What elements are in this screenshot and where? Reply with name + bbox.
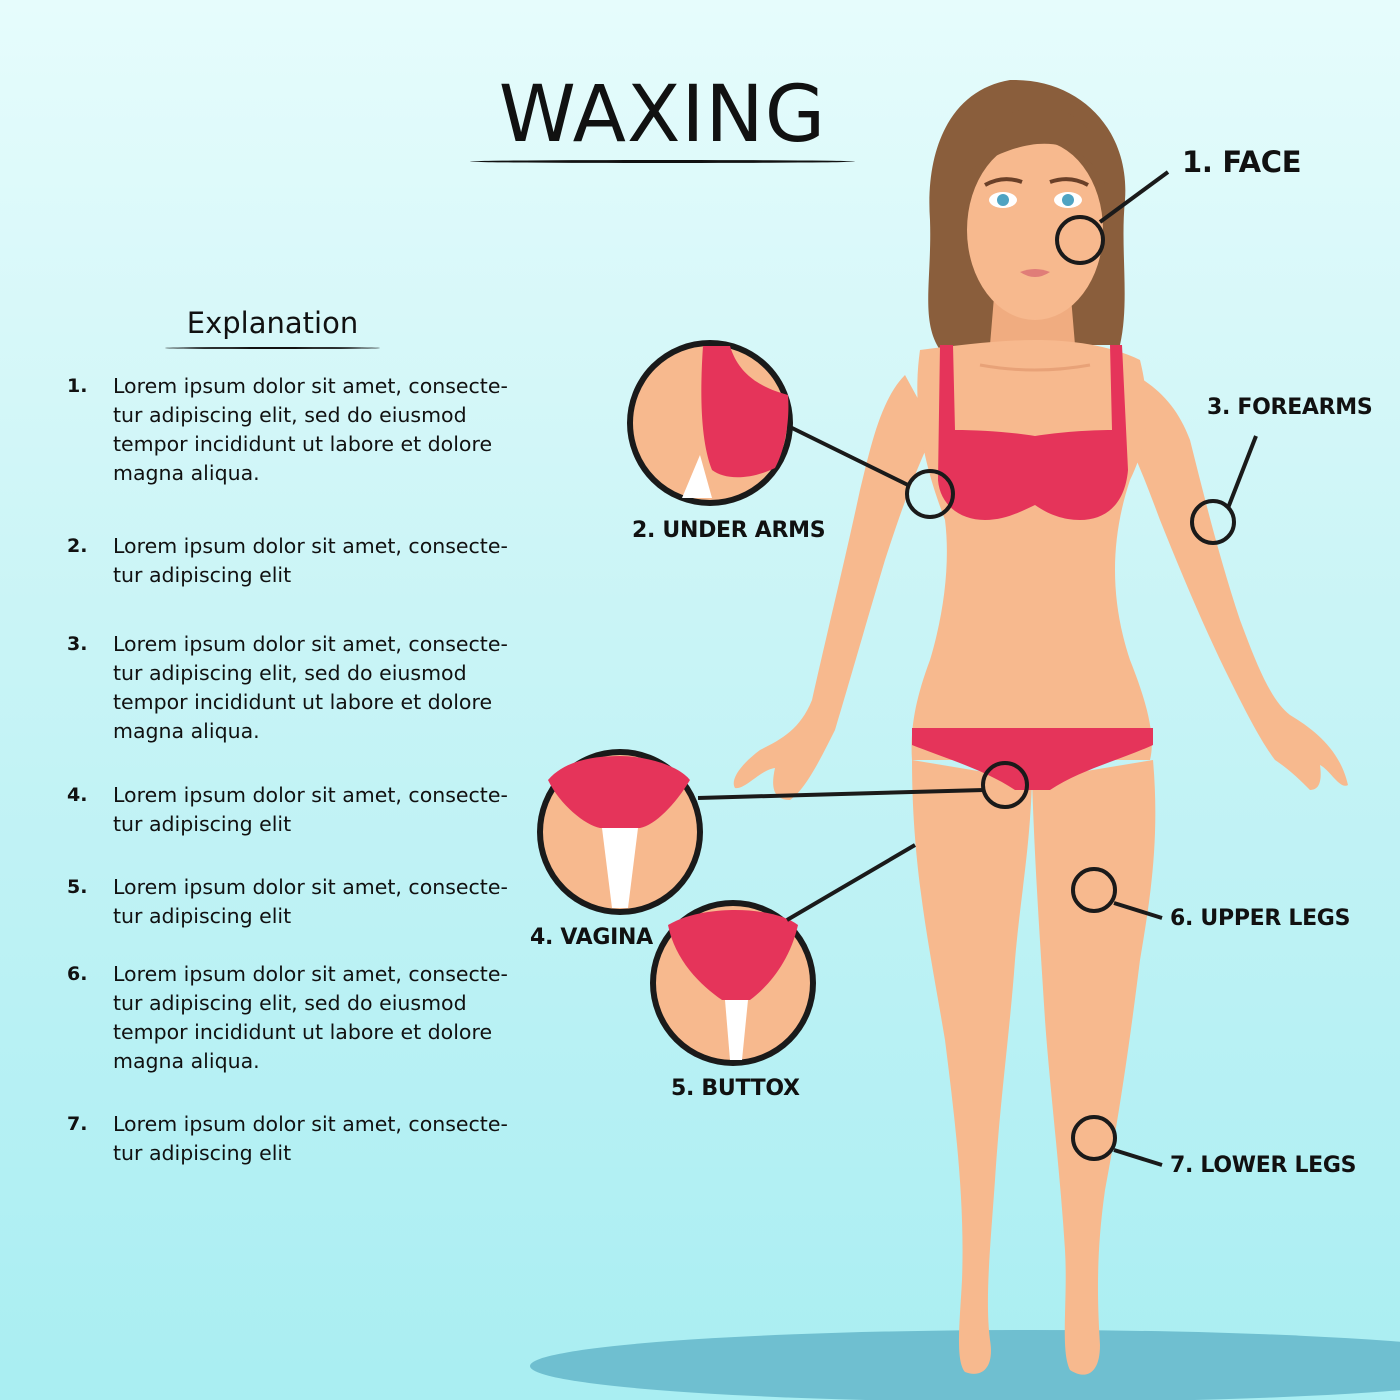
list-item-number: 3. (67, 633, 88, 655)
inset-buttox (650, 900, 816, 1066)
right-arm (1115, 365, 1348, 790)
face-leader-line (1098, 170, 1170, 224)
lower-legs-leader-line (1113, 1148, 1163, 1167)
bikini-bottom (912, 728, 1153, 790)
explanation-heading: Explanation (186, 306, 359, 340)
label-face: 1. FACE (1182, 145, 1302, 179)
woman-figure (733, 79, 1348, 1375)
mouth-icon (1020, 269, 1050, 277)
text-line: tur adipiscing elit, sed do eiusmod (113, 991, 467, 1015)
under-arms-target-ring (905, 469, 955, 519)
label-upper-legs: 6. UPPER LEGS (1170, 906, 1351, 931)
list-item-number: 2. (67, 535, 88, 557)
list-item-number: 1. (67, 375, 88, 397)
list-item-text: Lorem ipsum dolor sit amet, consecte- tu… (113, 1110, 508, 1168)
collarbone (979, 363, 1091, 372)
text-line: tur adipiscing elit (113, 812, 292, 836)
lower-legs-target-ring (1071, 1115, 1117, 1161)
page-title: WAXING (498, 70, 827, 160)
under-arms-leader-line (789, 425, 911, 488)
hair-front (960, 107, 1105, 185)
text-line: Lorem ipsum dolor sit amet, consecte- (113, 1112, 508, 1136)
text-line: magna aliqua. (113, 1049, 260, 1073)
label-lower-legs: 7. LOWER LEGS (1170, 1153, 1357, 1178)
buttox-leader-line (785, 843, 917, 922)
text-line: Lorem ipsum dolor sit amet, consecte- (113, 534, 508, 558)
text-line: tur adipiscing elit, sed do eiusmod (113, 403, 467, 427)
forearms-leader-line (1226, 435, 1258, 509)
list-item-number: 4. (67, 784, 88, 806)
bikini-top (938, 345, 1128, 520)
text-line: tempor incididunt ut labore et dolore (113, 1020, 493, 1044)
list-item-text: Lorem ipsum dolor sit amet, consecte- tu… (113, 781, 508, 839)
text-line: tempor incididunt ut labore et dolore (113, 432, 493, 456)
left-brow-icon (984, 177, 1023, 187)
text-line: tur adipiscing elit (113, 563, 292, 587)
upper-legs-leader-line (1113, 901, 1163, 920)
text-line: magna aliqua. (113, 719, 260, 743)
forearms-target-ring (1190, 499, 1236, 545)
text-line: Lorem ipsum dolor sit amet, consecte- (113, 962, 508, 986)
right-brow-icon (1049, 177, 1089, 187)
upper-legs-target-ring (1071, 867, 1117, 913)
list-item-text: Lorem ipsum dolor sit amet, consecte- tu… (113, 532, 508, 590)
vagina-target-ring (981, 761, 1029, 809)
label-vagina: 4. VAGINA (530, 925, 653, 950)
left-iris-icon (997, 194, 1009, 206)
text-line: tur adipiscing elit (113, 1141, 292, 1165)
title-underline (470, 160, 855, 163)
label-forearms: 3. FOREARMS (1207, 395, 1373, 420)
inset-under-arms (627, 340, 793, 506)
text-line: Lorem ipsum dolor sit amet, consecte- (113, 374, 508, 398)
list-item-text: Lorem ipsum dolor sit amet, consecte- tu… (113, 873, 508, 931)
list-item-number: 5. (67, 876, 88, 898)
vagina-leader-line (697, 788, 985, 800)
text-line: Lorem ipsum dolor sit amet, consecte- (113, 783, 508, 807)
text-line: tempor incididunt ut labore et dolore (113, 690, 493, 714)
list-item-text: Lorem ipsum dolor sit amet, consecte- tu… (113, 960, 508, 1076)
right-leg (1032, 760, 1156, 1375)
list-item-number: 7. (67, 1113, 88, 1135)
label-buttox: 5. BUTTOX (671, 1076, 800, 1101)
list-item-number: 6. (67, 963, 88, 985)
right-iris-icon (1062, 194, 1074, 206)
list-item-text: Lorem ipsum dolor sit amet, consecte- tu… (113, 630, 508, 746)
text-line: tur adipiscing elit (113, 904, 292, 928)
list-item-text: Lorem ipsum dolor sit amet, consecte- tu… (113, 372, 508, 488)
callout-lines (697, 170, 1258, 1167)
text-line: Lorem ipsum dolor sit amet, consecte- (113, 875, 508, 899)
label-under-arms: 2. UNDER ARMS (632, 518, 826, 543)
left-leg (912, 760, 1032, 1374)
text-line: Lorem ipsum dolor sit amet, consecte- (113, 632, 508, 656)
text-line: magna aliqua. (113, 461, 260, 485)
inset-vagina (537, 749, 703, 915)
explanation-underline (165, 347, 380, 349)
face (967, 140, 1103, 320)
face-target-ring (1055, 215, 1105, 265)
text-line: tur adipiscing elit, sed do eiusmod (113, 661, 467, 685)
left-arm (733, 375, 935, 800)
